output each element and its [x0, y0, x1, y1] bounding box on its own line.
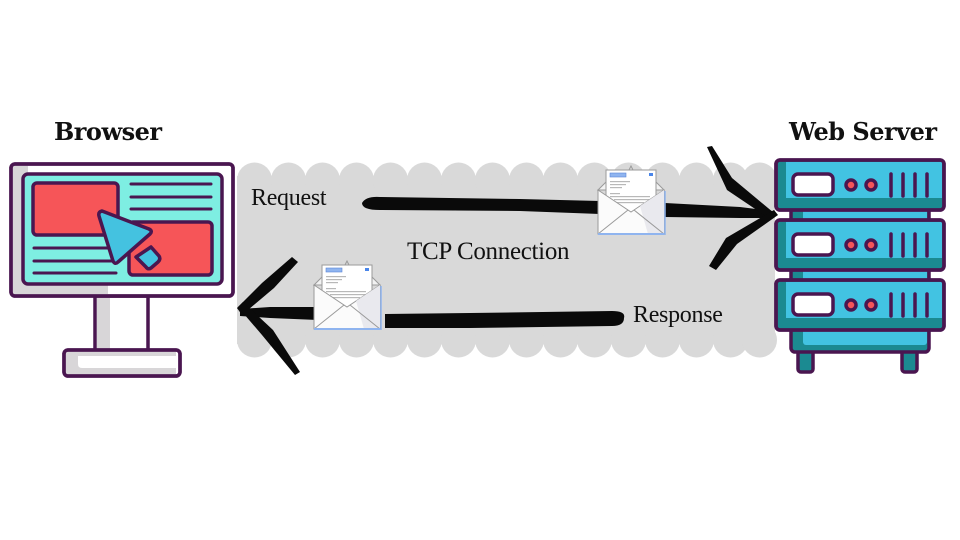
band-scallop-bottom: [441, 322, 476, 358]
band-scallop-top: [237, 162, 272, 198]
band-scallop-bottom: [645, 322, 680, 358]
band-scallop-top: [742, 162, 777, 198]
server-unit: [774, 278, 946, 332]
band-scallop-top: [339, 162, 374, 198]
band-scallop-bottom: [611, 322, 646, 358]
letter-line: [610, 193, 620, 195]
response-envelope-icon: [312, 259, 382, 330]
band-scallop-top: [373, 162, 408, 198]
letter-line: [610, 202, 644, 204]
band-scallop-top: [271, 162, 306, 198]
screen-panel: [31, 181, 120, 237]
letter-stamp: [365, 268, 369, 271]
band-scallop-top: [543, 162, 578, 198]
web-server-rack-icon: [774, 158, 946, 374]
letter-stamp: [649, 173, 653, 176]
band-scallop-bottom: [577, 322, 612, 358]
letter-line: [610, 181, 630, 183]
band-scallop-bottom: [509, 322, 544, 358]
letter-line: [614, 199, 652, 201]
request-label: Request: [251, 185, 327, 211]
status-led-icon: [844, 178, 858, 192]
letter-line: [610, 187, 622, 189]
band-scallop-top: [679, 162, 714, 198]
status-led-icon: [844, 238, 858, 252]
band-scallop-bottom: [407, 322, 442, 358]
band-scallop-bottom: [475, 322, 510, 358]
letter-line: [326, 282, 338, 284]
band-scallop-top: [475, 162, 510, 198]
web-server-title: Web Server: [789, 117, 937, 146]
drive-bay: [791, 172, 835, 197]
letter-line: [610, 196, 650, 198]
letter-line: [326, 279, 342, 281]
letter-header: [325, 267, 343, 273]
band-scallop-top: [441, 162, 476, 198]
band-scallop-bottom: [305, 322, 340, 358]
status-led-icon: [864, 298, 878, 312]
band-scallop-bottom: [543, 322, 578, 358]
band-scallop-bottom: [742, 322, 777, 358]
request-envelope-icon: [596, 164, 666, 235]
status-led-icon: [864, 238, 878, 252]
letter-line: [330, 294, 368, 296]
band-scallop-bottom: [713, 322, 748, 358]
band-scallop-top: [509, 162, 544, 198]
band-scallop-top: [305, 162, 340, 198]
band-scallop-bottom: [373, 322, 408, 358]
request-arrow: [362, 146, 778, 270]
response-label: Response: [633, 302, 723, 328]
letter-header: [609, 172, 627, 178]
browser-title: Browser: [54, 117, 162, 146]
letter-line: [610, 184, 626, 186]
server-unit: [774, 158, 946, 212]
tcp-connection-label: TCP Connection: [407, 238, 570, 265]
band-scallop-bottom: [679, 322, 714, 358]
server-unit: [774, 218, 946, 272]
browser-monitor-icon: [9, 162, 235, 378]
letter-line: [326, 288, 336, 290]
status-led-icon: [844, 298, 858, 312]
cursor-arrow-icon: [97, 209, 162, 271]
band-scallop-top: [407, 162, 442, 198]
letter-line: [326, 291, 366, 293]
drive-bay: [791, 292, 835, 317]
letter-line: [326, 297, 360, 299]
letter-line: [326, 276, 346, 278]
response-arrow: [237, 257, 625, 375]
status-led-icon: [864, 178, 878, 192]
drive-bay: [791, 232, 835, 257]
band-scallop-bottom: [339, 322, 374, 358]
